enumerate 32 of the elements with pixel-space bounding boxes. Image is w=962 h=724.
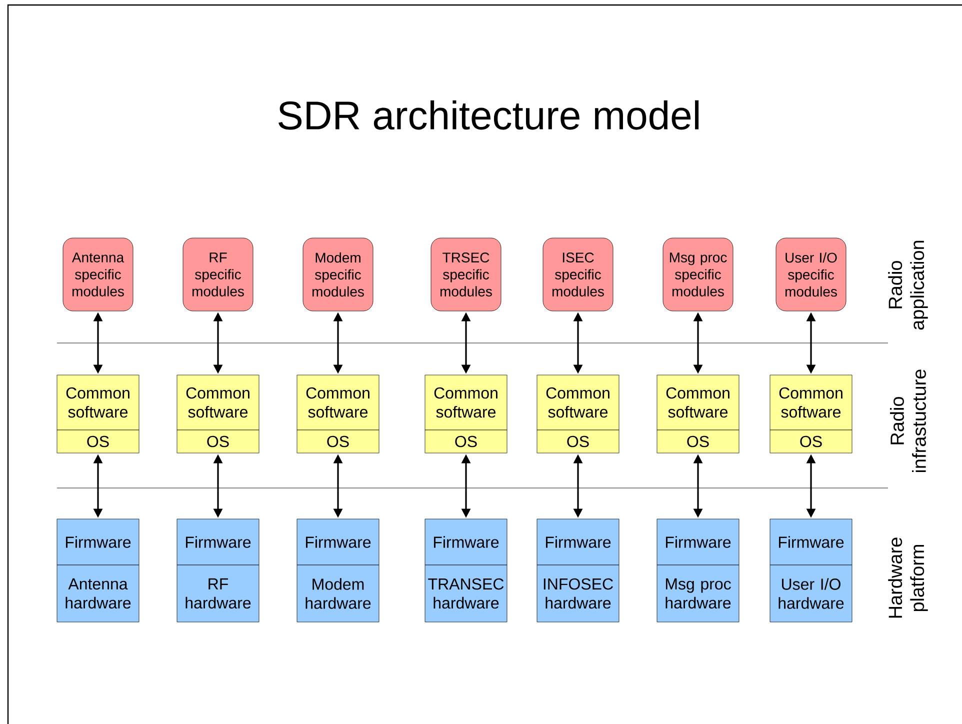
hardware-box: INFOSEC hardware	[536, 564, 620, 622]
module-box: Msg proc specific modules	[662, 238, 734, 312]
os-box: OS	[56, 430, 140, 454]
firmware-box: Firmware	[536, 518, 620, 566]
layer-label: Hardware platform	[888, 538, 928, 618]
hardware-box: Msg proc hardware	[656, 564, 740, 622]
module-box: ISEC specific modules	[542, 238, 614, 312]
os-box: OS	[770, 430, 852, 454]
hardware-box: Antenna hardware	[56, 564, 140, 622]
firmware-box: Firmware	[424, 518, 508, 566]
layer-label: Radio application	[888, 240, 928, 330]
os-box: OS	[296, 430, 380, 454]
firmware-box: Firmware	[770, 518, 852, 566]
module-box: RF specific modules	[182, 238, 254, 312]
module-box: Antenna specific modules	[62, 238, 134, 312]
hardware-box: User I/O hardware	[770, 564, 852, 622]
title: SDR architecture model	[278, 100, 699, 130]
hardware-box: RF hardware	[176, 564, 260, 622]
layer-label: Radio infrastucture	[890, 370, 926, 472]
os-box: OS	[656, 430, 740, 454]
firmware-box: Firmware	[656, 518, 740, 566]
firmware-box: Firmware	[176, 518, 260, 566]
os-box: OS	[176, 430, 260, 454]
os-box: OS	[424, 430, 508, 454]
os-box: OS	[536, 430, 620, 454]
firmware-box: Firmware	[56, 518, 140, 566]
module-box: Modem specific modules	[302, 238, 374, 312]
hardware-box: Modem hardware	[296, 564, 380, 622]
module-box: User I/O specific modules	[776, 238, 846, 312]
module-box: TRSEC specific modules	[430, 238, 502, 312]
hardware-box: TRANSEC hardware	[424, 564, 508, 622]
firmware-box: Firmware	[296, 518, 380, 566]
